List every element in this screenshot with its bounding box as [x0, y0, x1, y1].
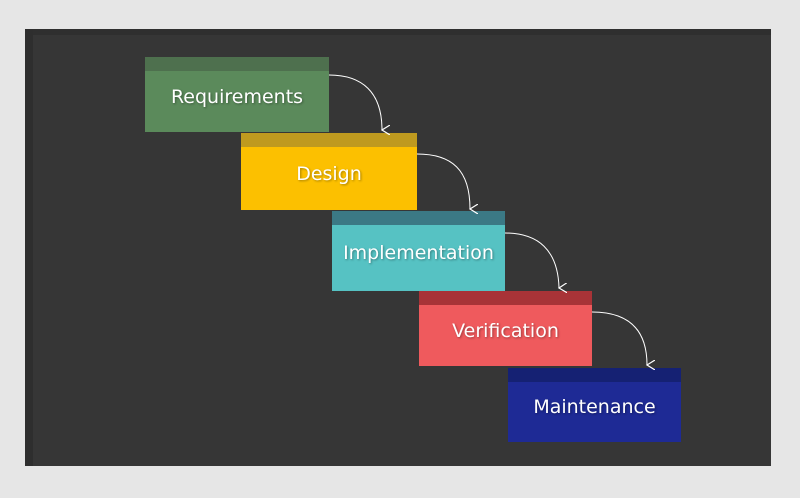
canvas-top-shade [25, 29, 771, 35]
step-implementation-label: Implementation [343, 242, 494, 264]
arrow-verification-to-maintenance [591, 311, 647, 365]
step-verification-band [419, 291, 592, 305]
step-design-label: Design [296, 162, 362, 185]
step-verification-label: Verification [452, 319, 559, 342]
step-requirements: Requirements [145, 57, 329, 132]
step-maintenance-band [508, 368, 681, 382]
step-maintenance: Maintenance [508, 368, 681, 442]
arrow-requirements-to-design [328, 74, 382, 130]
arrow-design-to-implementation [416, 153, 470, 209]
step-maintenance-label: Maintenance [533, 396, 656, 418]
step-implementation: Implementation [332, 211, 505, 291]
step-design-band [241, 133, 417, 147]
step-requirements-label: Requirements [170, 85, 304, 108]
arrow-implementation-to-verification [504, 232, 559, 288]
canvas-left-shade [25, 29, 33, 466]
step-implementation-band [332, 211, 505, 225]
step-design: Design [241, 133, 417, 210]
step-requirements-band [145, 57, 329, 71]
step-verification: Verification [419, 291, 592, 366]
